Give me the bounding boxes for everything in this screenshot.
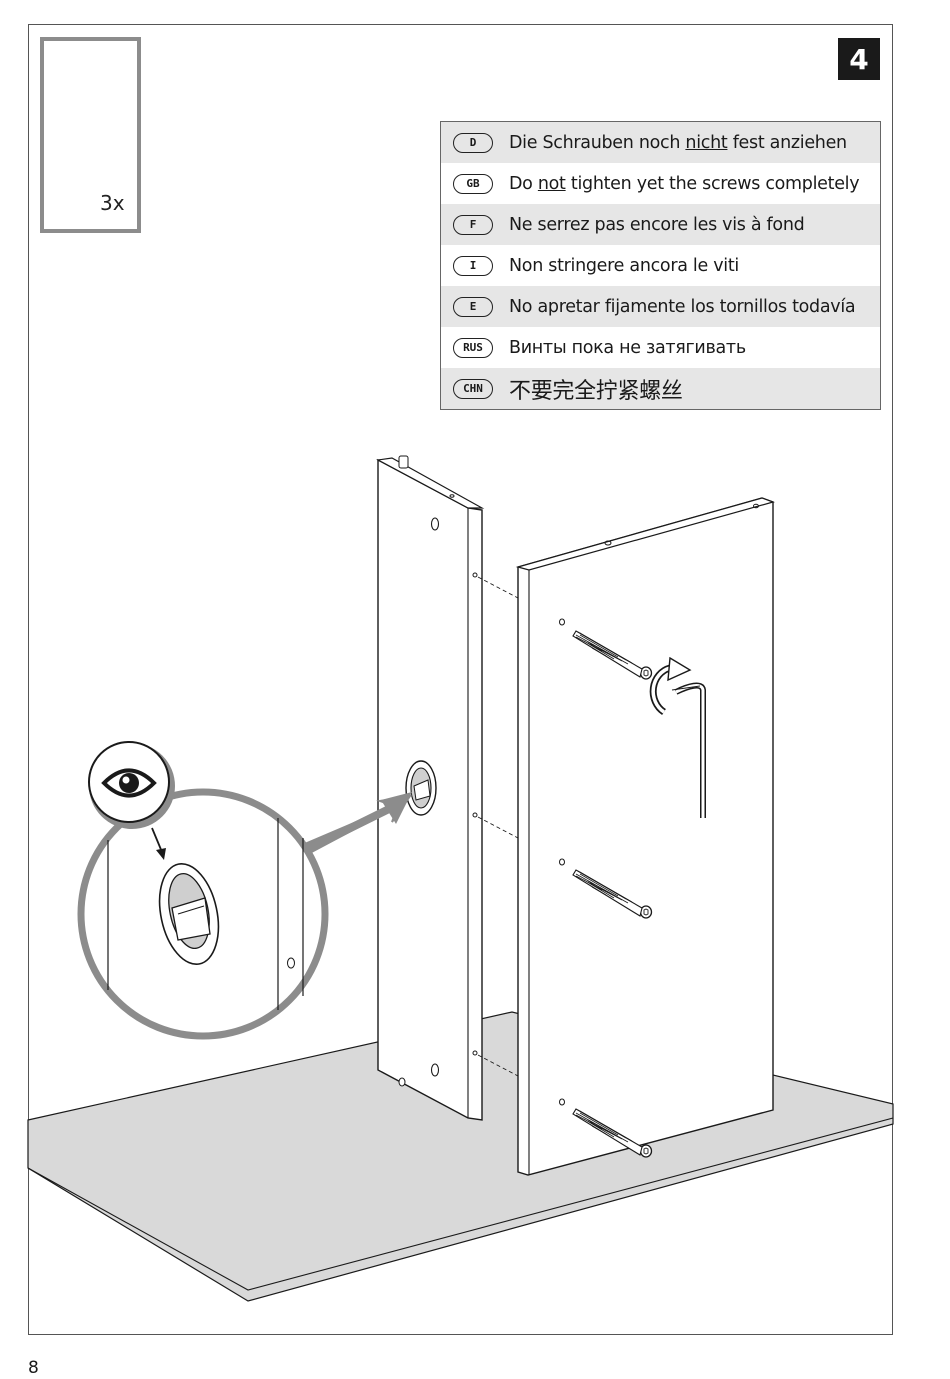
language-code-badge: CHN (453, 378, 493, 399)
instruction-row-ru: RUS Винты пока не затягивать (441, 327, 880, 368)
instruction-row-cn: CHN 不要完全拧紧螺丝 (441, 368, 880, 409)
parts-quantity: 3x (100, 191, 125, 215)
instruction-row-de: D Die Schrauben noch nicht fest anziehen (441, 122, 880, 163)
language-code-badge: GB (453, 173, 493, 194)
instruction-text: No apretar fijamente los tornillos todav… (509, 296, 856, 317)
instruction-text: Die Schrauben noch nicht fest anziehen (509, 132, 847, 153)
language-code-badge: F (453, 214, 493, 235)
page-number: 8 (28, 1358, 39, 1378)
clockwise-arrow-icon (649, 656, 692, 715)
instruction-text: Non stringere ancora le viti (509, 255, 739, 276)
language-code-badge: RUS (453, 337, 493, 358)
allen-key-icon (671, 682, 706, 818)
instruction-row-gb: GB Do not tighten yet the screws complet… (441, 163, 880, 204)
instruction-row-es: E No apretar fijamente los tornillos tod… (441, 286, 880, 327)
instruction-text: Do not tighten yet the screws completely (509, 173, 860, 194)
parts-box: 3x (40, 37, 141, 233)
eye-icon (88, 741, 175, 829)
page-frame (28, 24, 893, 1335)
instruction-table: D Die Schrauben noch nicht fest anziehen… (440, 121, 881, 410)
language-code-badge: I (453, 255, 493, 276)
instruction-text: 不要完全拧紧螺丝 (509, 378, 683, 404)
left-side-panel (376, 455, 485, 1121)
language-code-badge: E (453, 296, 493, 317)
step-number: 4 (838, 38, 880, 80)
instruction-text: Ne serrez pas encore les vis à fond (509, 214, 805, 235)
instruction-row-it: I Non stringere ancora le viti (441, 245, 880, 286)
right-side-panel (515, 497, 775, 1176)
instruction-row-fr: F Ne serrez pas encore les vis à fond (441, 204, 880, 245)
instruction-text: Винты пока не затягивать (509, 337, 746, 358)
detail-callout (77, 788, 413, 1040)
language-code-badge: D (453, 132, 493, 153)
